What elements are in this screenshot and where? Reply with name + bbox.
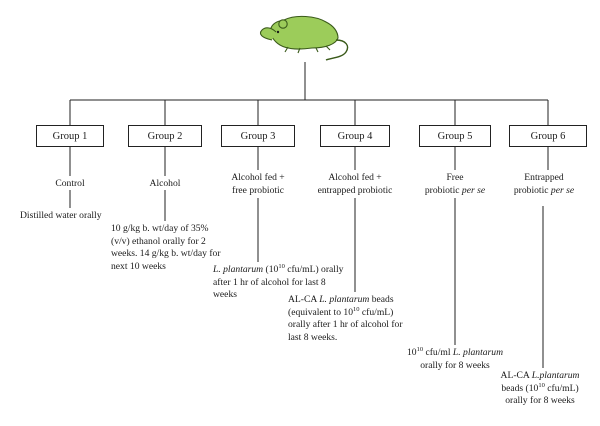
group-3-detail-line: after 1 hr of alcohol for last 8 — [213, 276, 326, 288]
dose-exponent: 10 — [416, 346, 424, 353]
species-name: L. plantarum — [452, 347, 504, 358]
dose-exponent: 10 — [278, 263, 285, 270]
group-2-box: Group 2 — [128, 125, 202, 147]
group-5-box: Group 5 — [419, 125, 491, 147]
dose-text: (equivalent to 10 — [288, 306, 354, 318]
group-4-detail: AL-CA L. plantarum beads (equivalent to … — [288, 294, 403, 344]
group-3-treatment-line: free probiotic — [232, 184, 284, 196]
group-4-detail-line: (equivalent to 1010 cfu/mL) — [288, 305, 403, 320]
prep-text: AL-CA — [500, 370, 532, 381]
group-3-treatment-line: Alcohol fed + — [231, 172, 285, 183]
prep-suffix: beads — [369, 294, 394, 305]
per-se-text: per se — [461, 184, 486, 196]
species-name: L. plantarum — [319, 294, 370, 305]
dose-unit: cfu/mL) — [359, 306, 394, 318]
group-5-treatment: Free probiotic per se — [405, 172, 505, 197]
species-name: L.plantarum — [531, 370, 580, 381]
group-6-treatment-line: probiotic per se — [494, 185, 594, 198]
group-3-detail-line: weeks — [213, 289, 237, 300]
group-4-detail-line: last 8 weeks. — [288, 331, 338, 343]
group-2-detail-line: next 10 weeks — [111, 260, 166, 272]
treatment-text: probiotic — [513, 184, 551, 196]
group-5-treatment-line: Free — [446, 172, 464, 183]
dose-text: (10 — [263, 264, 279, 275]
group-3-detail: L. plantarum (1010 cfu/mL) orally after … — [213, 263, 344, 302]
group-2-detail-line: (v/v) ethanol orally for 2 — [111, 235, 206, 247]
group-2-treatment: Alcohol — [149, 178, 181, 189]
dose-exponent: 10 — [353, 305, 360, 313]
group-5-detail-line: orally for 8 weeks — [420, 359, 490, 371]
dose-text: beads (10 — [501, 382, 539, 394]
group-3-box: Group 3 — [221, 125, 295, 147]
group-5-treatment-line: probiotic per se — [405, 185, 505, 198]
group-4-detail-line: orally after 1 hr of alcohol for — [288, 319, 403, 330]
species-name: L. plantarum — [213, 264, 264, 275]
group-2-detail-line: weeks. 14 g/kg b. wt/day for — [111, 248, 221, 259]
group-1-box: Group 1 — [36, 125, 104, 147]
group-1-detail: Distilled water orally — [20, 210, 102, 221]
group-3-treatment: Alcohol fed + free probiotic — [213, 172, 303, 197]
group-2-detail-line: 10 g/kg b. wt/day of 35% — [111, 223, 209, 234]
per-se-text: per se — [550, 184, 575, 196]
dose-unit: cfu/mL) orally — [284, 264, 344, 275]
group-5-detail-line: 1010 cfu/ml L. plantarum — [397, 346, 513, 360]
group-4-treatment-line: Alcohol fed + — [328, 172, 382, 183]
group-4-treatment-line: entrapped probiotic — [317, 184, 393, 196]
dose-text: 10 — [406, 347, 417, 358]
mouse-icon — [259, 15, 349, 61]
group-4-treatment: Alcohol fed + entrapped probiotic — [305, 172, 405, 197]
group-6-detail-line: orally for 8 weeks — [505, 395, 575, 406]
group-6-detail-line: AL-CA L.plantarum — [486, 370, 594, 383]
treatment-text: probiotic — [424, 184, 462, 196]
group-2-detail: 10 g/kg b. wt/day of 35% (v/v) ethanol o… — [111, 223, 221, 273]
group-4-detail-line: AL-CA L. plantarum beads — [288, 294, 403, 307]
group-6-treatment-line: Entrapped — [524, 172, 564, 183]
dose-unit: cfu/mL) — [544, 382, 579, 394]
dose-unit: cfu/ml — [423, 347, 453, 358]
group-6-detail: AL-CA L.plantarum beads (1010 cfu/mL) or… — [486, 370, 594, 408]
group-6-treatment: Entrapped probiotic per se — [494, 172, 594, 197]
group-5-detail: 1010 cfu/ml L. plantarum orally for 8 we… — [397, 346, 513, 372]
group-4-box: Group 4 — [320, 125, 390, 147]
dose-exponent: 10 — [538, 381, 545, 389]
group-1-treatment: Control — [55, 178, 85, 189]
group-6-detail-line: beads (1010 cfu/mL) — [486, 381, 594, 396]
group-3-detail-line: L. plantarum (1010 cfu/mL) orally — [213, 263, 344, 277]
prep-text: AL-CA — [288, 294, 320, 305]
group-6-box: Group 6 — [509, 125, 587, 147]
